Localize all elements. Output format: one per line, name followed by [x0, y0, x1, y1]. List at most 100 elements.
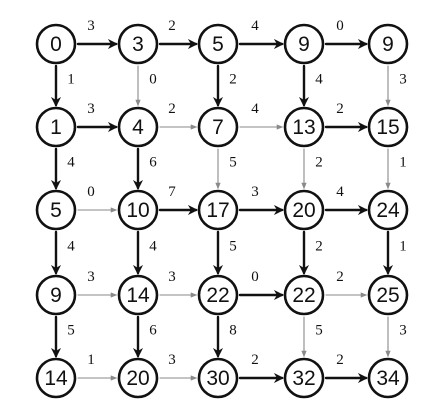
- h-edge-r0c3-weight: 0: [336, 18, 344, 34]
- node-value: 1: [50, 116, 62, 139]
- node-circle: [367, 357, 409, 399]
- node-value: 14: [44, 367, 68, 390]
- h-edge-r0c2-weight: 4: [251, 18, 259, 34]
- node-value: 4: [132, 116, 144, 139]
- node-r3c3: 22: [283, 274, 325, 316]
- node-circle: [117, 23, 159, 65]
- node-circle: [117, 357, 159, 399]
- node-r3c1: 14: [117, 274, 159, 316]
- node-circle: [197, 189, 239, 231]
- node-circle: [197, 106, 239, 148]
- h-edge-r4c1-weight: 3: [168, 352, 176, 368]
- h-edge-r3c1-weight: 3: [168, 269, 176, 285]
- node-r3c0: 9: [35, 274, 77, 316]
- h-edge-r2c3-weight: 4: [336, 184, 344, 200]
- node-circle: [283, 23, 325, 65]
- node-value: 5: [50, 199, 62, 222]
- node-r1c2: 7: [197, 106, 239, 148]
- node-r2c0: 5: [35, 189, 77, 231]
- h-edge-r2c1-weight: 7: [168, 184, 176, 200]
- node-r2c2: 17: [197, 189, 239, 231]
- node-circle: [117, 189, 159, 231]
- node-r1c1: 4: [117, 106, 159, 148]
- node-circle: [283, 357, 325, 399]
- node-r4c3: 32: [283, 357, 325, 399]
- node-value: 14: [126, 284, 150, 307]
- h-edge-r4c2-weight: 2: [251, 352, 259, 368]
- node-value: 32: [292, 367, 315, 390]
- v-edge-r3c1-weight: 6: [149, 323, 157, 339]
- v-edge-r2c1-weight: 4: [149, 239, 157, 255]
- node-r4c0: 14: [35, 357, 77, 399]
- node-circle: [283, 189, 325, 231]
- h-edge-r2c0-weight: 0: [87, 184, 95, 200]
- node-circle: [35, 23, 77, 65]
- node-r3c4: 25: [367, 274, 409, 316]
- node-circle: [367, 274, 409, 316]
- v-edge-r0c0-weight: 1: [67, 72, 75, 88]
- v-edge-r3c2-weight: 8: [229, 323, 237, 339]
- node-value: 0: [50, 33, 62, 56]
- node-value: 25: [376, 284, 399, 307]
- v-edge-r1c1-weight: 6: [149, 155, 157, 171]
- node-value: 9: [298, 33, 310, 56]
- node-value: 10: [126, 199, 149, 222]
- v-edge-r0c4-weight: 3: [399, 72, 407, 88]
- node-value: 22: [292, 284, 315, 307]
- node-circle: [117, 274, 159, 316]
- node-r2c4: 24: [367, 189, 409, 231]
- node-circle: [35, 189, 77, 231]
- node-circle: [35, 357, 77, 399]
- node-r4c4: 34: [367, 357, 409, 399]
- h-edge-r1c3-weight: 2: [336, 101, 344, 117]
- node-circle: [367, 189, 409, 231]
- node-value: 20: [292, 199, 315, 222]
- v-edge-r3c4-weight: 3: [399, 323, 407, 339]
- h-edge-r4c0-weight: 1: [87, 352, 95, 368]
- node-r0c2: 5: [197, 23, 239, 65]
- h-edge-r3c0-weight: 3: [87, 269, 95, 285]
- v-edge-r3c0-weight: 5: [67, 323, 75, 339]
- node-r0c1: 3: [117, 23, 159, 65]
- node-r4c1: 20: [117, 357, 159, 399]
- v-edge-r3c3-weight: 5: [315, 323, 323, 339]
- v-edge-r1c3-weight: 2: [315, 155, 323, 171]
- node-value: 5: [212, 33, 224, 56]
- node-r1c0: 1: [35, 106, 77, 148]
- v-edge-r2c0-weight: 4: [67, 239, 75, 255]
- h-edge-r3c2-weight: 0: [251, 269, 259, 285]
- node-circle: [367, 106, 409, 148]
- node-r0c0: 0: [35, 23, 77, 65]
- node-value: 20: [126, 367, 149, 390]
- node-circle: [117, 106, 159, 148]
- v-edge-r1c0-weight: 4: [67, 155, 75, 171]
- h-edge-r3c3-weight: 2: [336, 269, 344, 285]
- v-edge-r2c2-weight: 5: [229, 239, 237, 255]
- node-value: 9: [50, 284, 62, 307]
- node-circle: [283, 274, 325, 316]
- node-r0c3: 9: [283, 23, 325, 65]
- node-value: 15: [376, 116, 399, 139]
- v-edge-r2c4-weight: 1: [399, 239, 407, 255]
- v-edge-r0c1-weight: 0: [149, 72, 157, 88]
- node-circle: [197, 23, 239, 65]
- node-circle: [367, 23, 409, 65]
- node-value: 17: [206, 199, 229, 222]
- h-edge-r0c0-weight: 3: [87, 18, 95, 34]
- h-edge-r0c1-weight: 2: [168, 18, 176, 34]
- node-circle: [197, 274, 239, 316]
- h-edge-r1c1-weight: 2: [168, 101, 176, 117]
- node-circle: [283, 106, 325, 148]
- node-r2c1: 10: [117, 189, 159, 231]
- v-edge-r1c4-weight: 1: [399, 155, 407, 171]
- node-circle: [35, 274, 77, 316]
- node-value: 13: [292, 116, 315, 139]
- node-r4c2: 30: [197, 357, 239, 399]
- v-edge-r2c3-weight: 2: [315, 239, 323, 255]
- node-value: 7: [212, 116, 224, 139]
- node-r1c4: 15: [367, 106, 409, 148]
- h-edge-r1c2-weight: 4: [251, 101, 259, 117]
- v-edge-r1c2-weight: 5: [229, 155, 237, 171]
